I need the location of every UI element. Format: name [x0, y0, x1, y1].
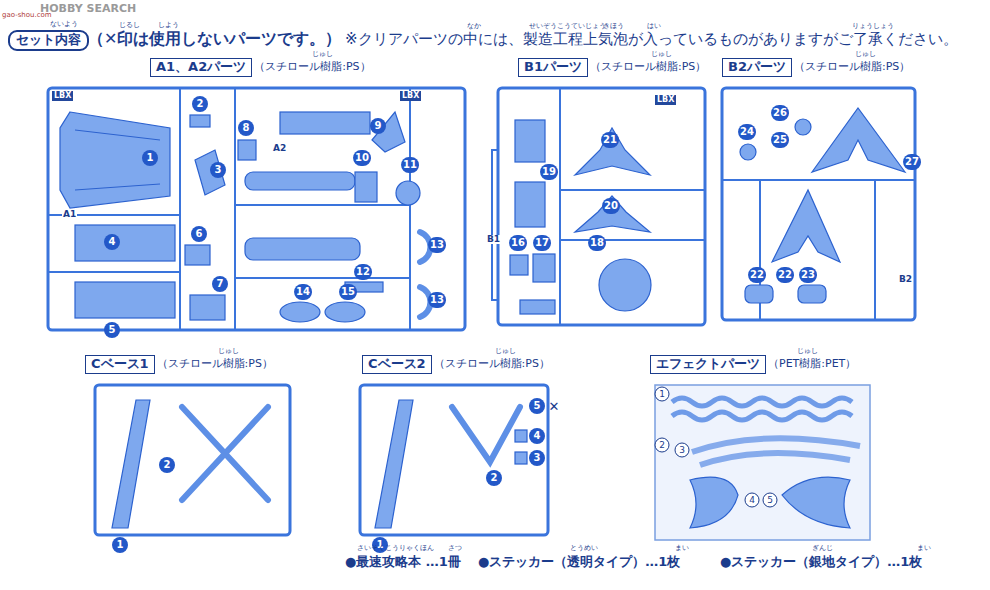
material-text: （スチロール樹脂:PS）	[432, 358, 550, 371]
material-text: （スチロール樹脂:PS）	[792, 61, 910, 74]
furigana: じゅし	[855, 51, 876, 58]
accessory-item: ●最速攻略本 …1冊	[345, 555, 461, 568]
furigana: はい	[647, 23, 661, 30]
callout-number: 26	[771, 105, 789, 121]
material-text: （スチロール樹脂:PS）	[252, 61, 370, 74]
callout-number: 13	[428, 237, 446, 253]
material-text: （スチロール樹脂:PS）	[588, 61, 706, 74]
unused-mark: ✕	[549, 400, 560, 413]
callout-number: 1	[142, 150, 158, 166]
callout-number: 1	[112, 537, 128, 553]
contents-heading: セット内容	[8, 30, 89, 51]
furigana: まい	[675, 545, 689, 552]
runner-label: A1	[62, 210, 77, 219]
callout-number: 23	[799, 267, 817, 283]
furigana: しよう	[158, 22, 179, 29]
callout-number: 14	[294, 284, 312, 300]
callout-number: 21	[601, 132, 619, 148]
section-heading: エフェクトパーツ（PET樹脂:PET）	[650, 355, 856, 374]
callout-number: 4	[529, 428, 545, 444]
callout-number: 4	[104, 234, 120, 250]
callout-number: 25	[771, 132, 789, 148]
furigana: さつ	[448, 545, 462, 552]
callout-number: 13	[428, 292, 446, 308]
callout-number: 15	[339, 284, 357, 300]
callout-number: 11	[401, 157, 419, 173]
material-text: （PET樹脂:PET）	[766, 358, 856, 371]
watermark: gao-shou.com	[2, 12, 52, 19]
furigana: じゅし	[651, 51, 672, 58]
callout-number: 2	[486, 470, 502, 486]
furigana: せいぞうこうていじょう	[529, 23, 606, 30]
furigana: じゅし	[312, 51, 333, 58]
callout-number: 5	[104, 322, 120, 338]
furigana: とうめい	[570, 545, 598, 552]
accessory-item: ●ステッカー（銀地タイプ）…1枚	[720, 555, 922, 568]
material-text: （スチロール樹脂:PS）	[155, 358, 273, 371]
callout-number: 20	[602, 198, 620, 214]
furigana: まい	[917, 545, 931, 552]
runner-tag: LBX	[655, 95, 676, 105]
section-heading: Cベース1（スチロール樹脂:PS）	[85, 355, 273, 374]
callout-number: 24	[738, 124, 756, 140]
callout-number: 12	[354, 264, 372, 280]
callout-number: 16	[509, 235, 527, 251]
callout-number: 2	[192, 96, 208, 112]
note-text: ※クリアパーツの中には、製造工程上気泡が入っているものがありますがご了承ください…	[345, 32, 958, 47]
runner-tag: LBX	[400, 91, 421, 101]
callout-number: 8	[238, 120, 254, 136]
heading-text: セット内容	[8, 30, 89, 51]
callout-number: 7	[212, 276, 228, 292]
note-text: （✕印は使用しないパーツです。）	[88, 31, 341, 47]
runner-label: B1	[486, 235, 501, 244]
heading-text: B2パーツ	[722, 58, 792, 77]
callout-number: 22	[776, 267, 794, 283]
heading-text: Cベース2	[362, 355, 432, 374]
heading-text: A1、A2パーツ	[150, 58, 252, 77]
furigana: じゅし	[218, 348, 239, 355]
runner-tag: LBX	[52, 91, 73, 101]
furigana: きほう	[603, 23, 624, 30]
effect-part-number: 2	[655, 438, 670, 453]
callout-number: 5	[529, 398, 545, 414]
heading-text: Cベース1	[85, 355, 155, 374]
runner-label: A2	[272, 144, 287, 153]
furigana: さいそくこうりゃくほん	[357, 545, 434, 552]
section-heading: A1、A2パーツ（スチロール樹脂:PS）	[150, 58, 371, 77]
furigana: ぎんじ	[812, 545, 833, 552]
callout-number: 3	[210, 162, 226, 178]
furigana: じるし	[119, 22, 140, 29]
furigana: なか	[467, 23, 481, 30]
furigana: ないよう	[50, 21, 78, 28]
callout-number: 22	[748, 267, 766, 283]
callout-number: 2	[159, 457, 175, 473]
callout-number: 6	[191, 226, 207, 242]
accessory-item: ●ステッカー（透明タイプ）…1枚	[478, 555, 680, 568]
callout-number: 10	[353, 150, 371, 166]
furigana: じゅし	[797, 348, 818, 355]
section-heading: B1パーツ（スチロール樹脂:PS）	[518, 58, 706, 77]
heading-text: B1パーツ	[518, 58, 588, 77]
runner-label: B2	[898, 275, 913, 284]
watermark: HOBBY SEARCH	[40, 3, 136, 14]
callout-number: 18	[588, 235, 606, 251]
callout-number: 9	[370, 118, 386, 134]
callout-number: 17	[533, 235, 551, 251]
section-heading: B2パーツ（スチロール樹脂:PS）	[722, 58, 910, 77]
furigana: じゅし	[495, 348, 516, 355]
callout-number: 19	[540, 164, 558, 180]
effect-part-number: 4	[745, 493, 760, 508]
heading-text: エフェクトパーツ	[650, 355, 766, 374]
section-heading: Cベース2（スチロール樹脂:PS）	[362, 355, 550, 374]
effect-part-number: 3	[675, 443, 690, 458]
callout-number: 27	[903, 154, 921, 170]
callout-number: 3	[529, 450, 545, 466]
effect-part-number: 5	[763, 493, 778, 508]
furigana: りょうしょう	[852, 23, 894, 30]
effect-part-number: 1	[655, 387, 670, 402]
